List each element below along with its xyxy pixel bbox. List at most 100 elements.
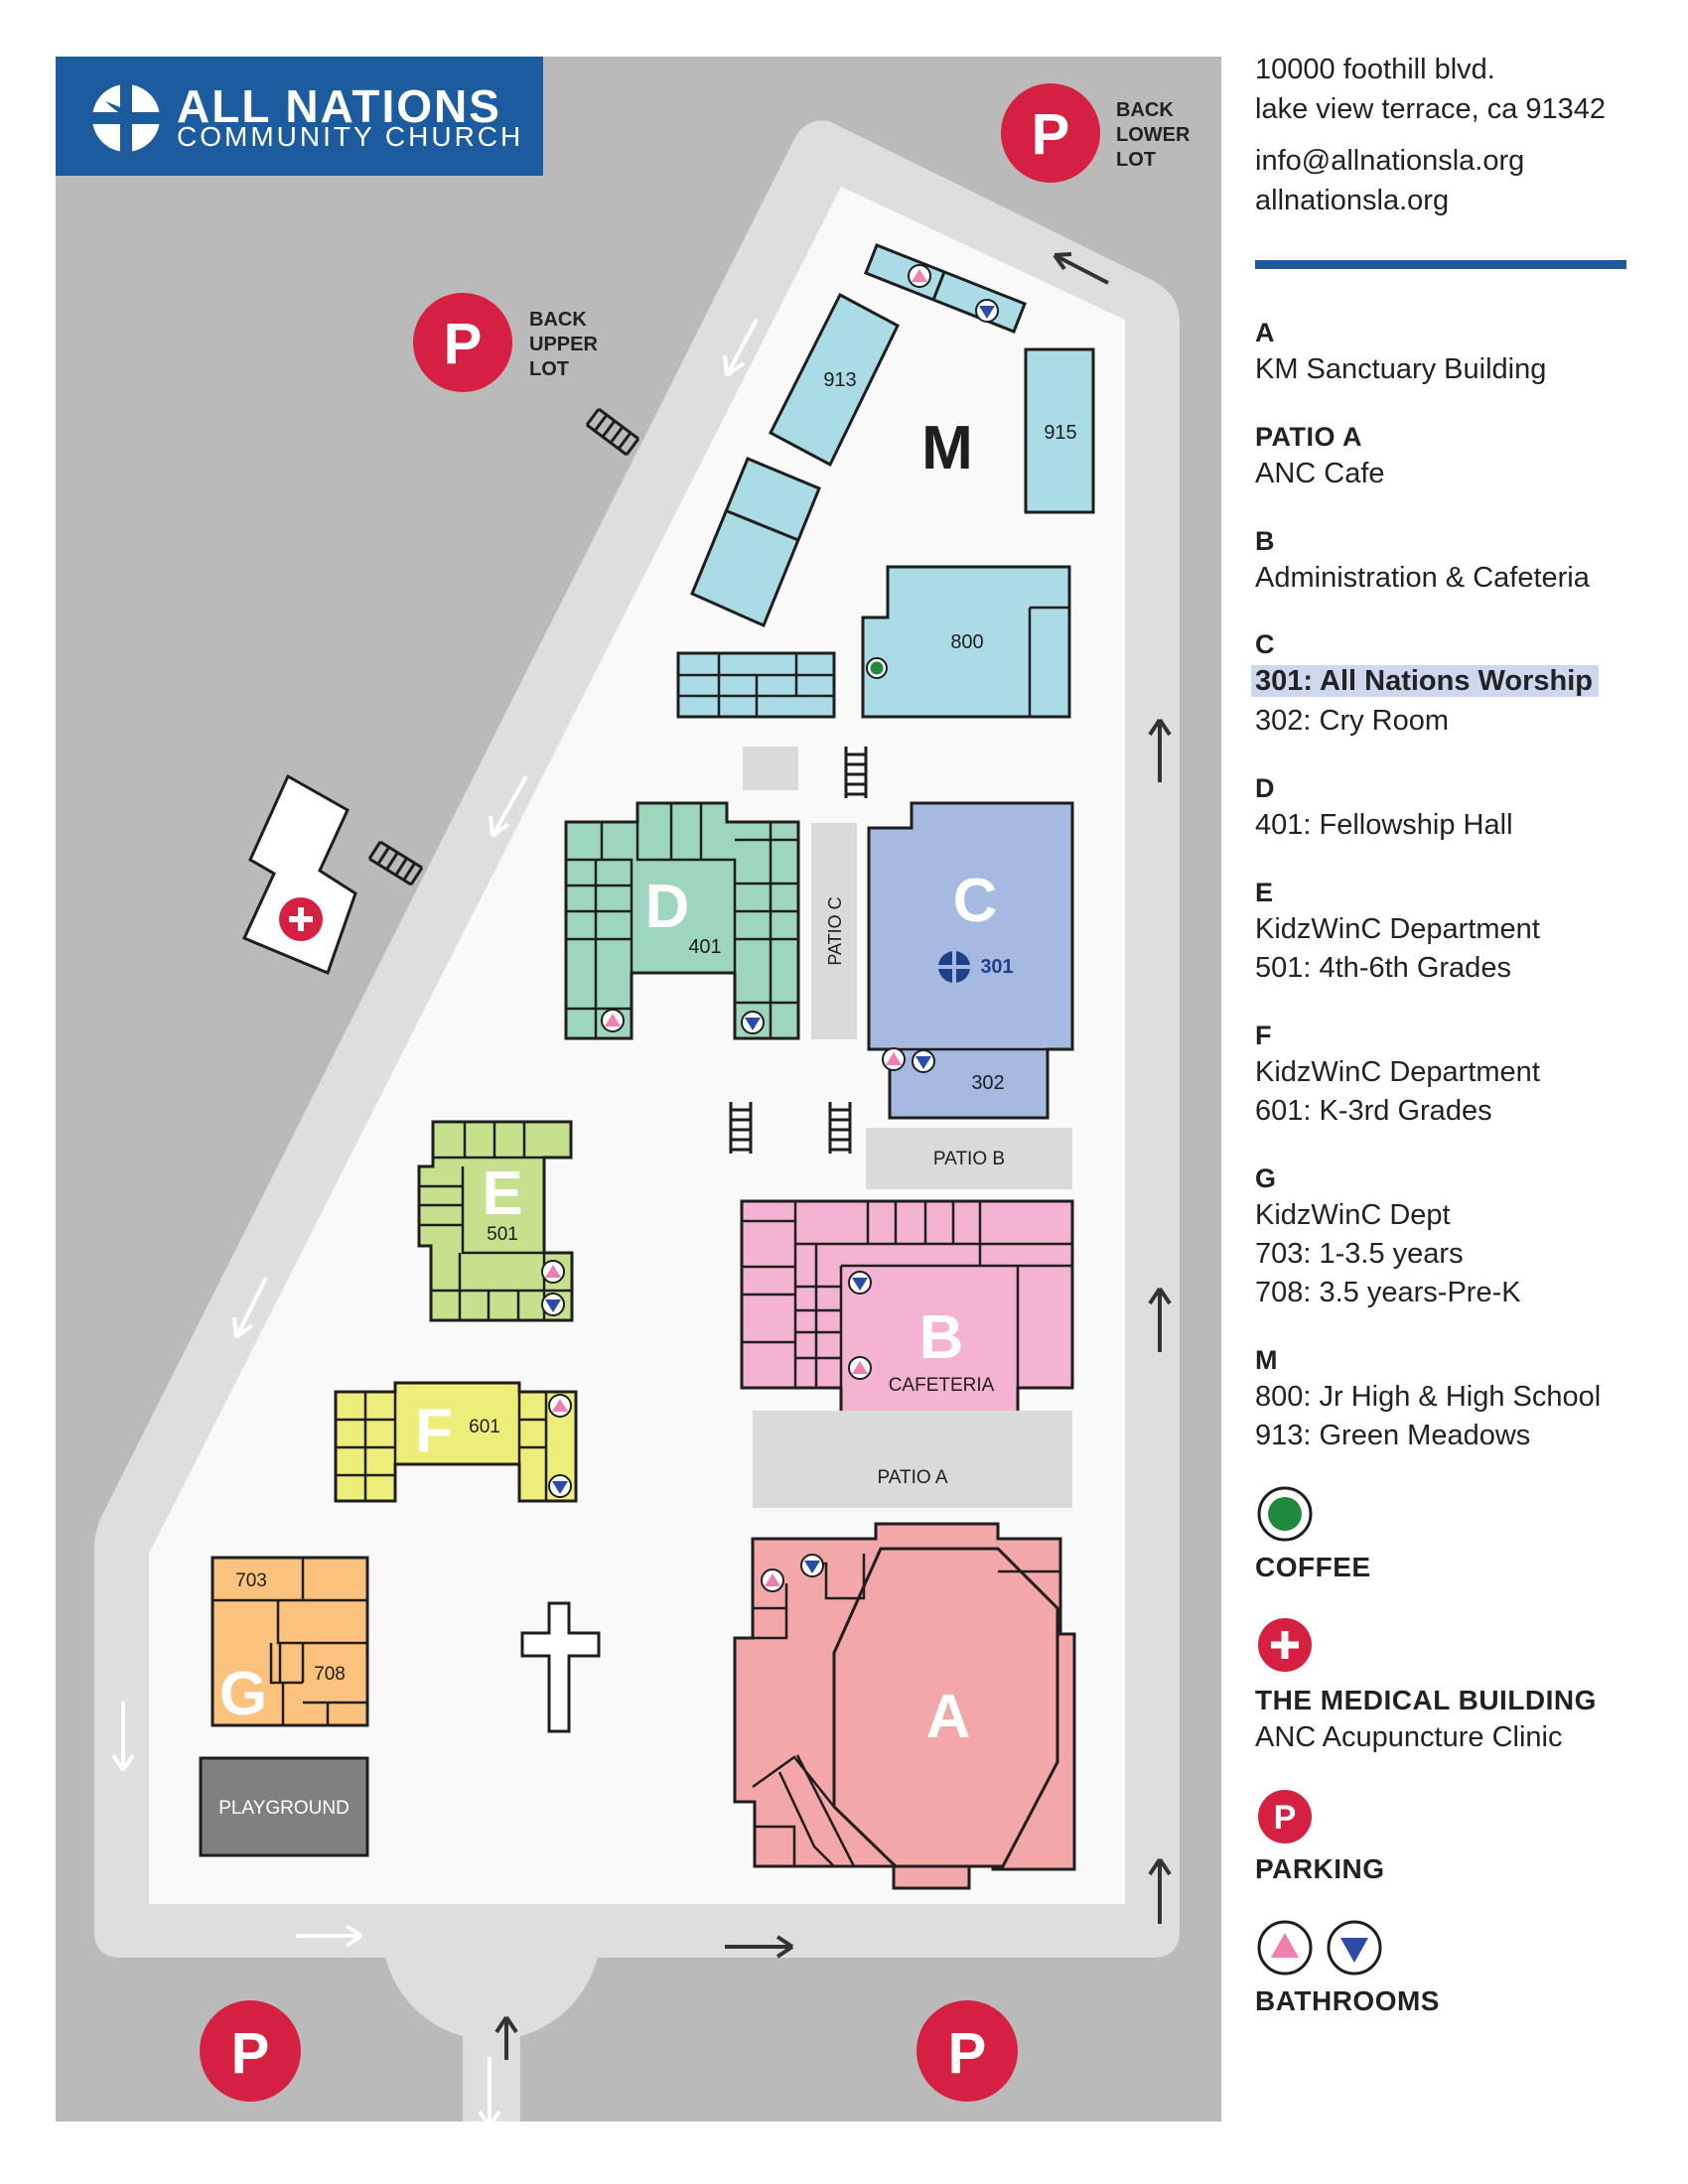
room-601-label: 601 [469,1417,500,1437]
website-link[interactable]: allnationsla.org [1255,185,1450,216]
playground [199,1756,369,1857]
legend-value-g-2: 703: 1-3.5 years [1255,1238,1464,1270]
restroom-men-icon [541,1293,565,1316]
restroom-women-icon [882,1047,906,1071]
legend-value-f-2: 601: K-3rd Grades [1255,1095,1492,1127]
restroom-men-icon [741,1011,765,1034]
address-line-2: lake view terrace, ca 91342 [1255,93,1607,125]
room-401-label: 401 [688,936,721,958]
building-a-label: A [926,1683,971,1751]
parking-marker-back-lower[interactable]: P [1001,83,1100,183]
building-c [867,801,1074,1120]
legend-key-m: M [1255,1345,1278,1375]
medical-cross-icon [1258,1618,1312,1672]
legend-value-m-1: 800: Jr High & High School [1255,1381,1602,1413]
restroom-men-icon [548,1474,572,1498]
restroom-icons [1257,1920,1382,1976]
building-e-label: E [482,1160,522,1228]
traffic-arrows-dark [494,252,1172,2060]
contact-block: 10000 foothill blvd. lake view terrace, … [1255,50,1672,220]
room-501-label: 501 [487,1224,518,1245]
utility-pad [743,747,798,790]
restroom-women-icon [541,1260,565,1284]
legend-value-g-3: 708: 3.5 years-Pre-K [1255,1277,1521,1308]
legend-key-c: C [1255,629,1275,659]
legend-key-b: B [1255,526,1275,556]
cross-monument [520,1601,601,1733]
legend-value-f-1: KidzWinC Department [1255,1056,1540,1088]
stairs-icon [729,1102,753,1154]
bathrooms-label: BATHROOMS [1255,1985,1440,2016]
legend-value-b: Administration & Cafeteria [1255,562,1590,594]
svg-text:UPPER: UPPER [529,334,598,355]
room-301-label: 301 [980,956,1013,978]
svg-text:P: P [948,2021,987,2086]
building-d-label: D [645,873,690,941]
traffic-arrows-white [111,319,759,2128]
legend-key-f: F [1255,1021,1272,1050]
building-g [211,1556,369,1727]
legend-highlight-301[interactable]: 301: All Nations Worship [1251,665,1599,697]
building-a [733,1522,1076,1890]
building-m-label: M [921,414,973,482]
legend-value-e-1: KidzWinC Department [1255,913,1540,945]
medical-label: THE MEDICAL BUILDING [1255,1685,1597,1715]
patio-c-label: PATIO C [825,896,845,965]
svg-text:BACK: BACK [529,309,587,331]
campus-map: P P P P BACK LOWER LOT BACK UPPER LOT [56,57,1221,2128]
parking-marker-front-left[interactable]: P [200,2000,301,2102]
parking-marker-front-right[interactable]: P [916,2000,1018,2102]
legend-value-c: 302: Cry Room [1255,705,1450,737]
playground-label: PLAYGROUND [218,1798,350,1819]
church-logo-icon [938,951,970,983]
back-upper-lot-label: BACK UPPER LOT [529,309,598,380]
coffee-label: COFFEE [1255,1552,1371,1582]
legend-value-m-2: 913: Green Meadows [1255,1420,1531,1451]
restroom-men-icon [848,1271,872,1295]
email-link[interactable]: info@allnationsla.org [1255,145,1525,177]
parking-label: PARKING [1255,1853,1385,1884]
building-f [334,1381,578,1503]
patio-a [753,1411,1072,1508]
church-logo-icon [91,83,161,153]
legend-value-g-1: KidzWinC Dept [1255,1199,1451,1231]
medical-building [241,773,357,975]
stairs-icon [844,747,868,798]
room-703-label: 703 [235,1570,267,1591]
logo-name: ALL NATIONS [177,80,501,132]
restroom-women-icon [761,1569,784,1592]
room-708-label: 708 [314,1664,346,1685]
room-913-label: 913 [823,369,856,391]
building-c-label: C [953,867,998,935]
legend-key-g: G [1255,1163,1277,1193]
building-d [564,801,800,1040]
restroom-men-icon [975,299,999,323]
patio-b-label: PATIO B [933,1149,1005,1169]
logo-subtitle: COMMUNITY CHURCH [177,121,524,152]
address-line-1: 10000 foothill blvd. [1255,54,1495,85]
parking-marker-back-upper[interactable]: P [413,293,512,392]
svg-text:LOT: LOT [1116,149,1156,171]
building-b-label: B [919,1303,964,1372]
divider [1255,260,1626,269]
legend-key-d: D [1255,773,1275,803]
svg-text:P: P [231,2021,270,2086]
cafeteria-label: CAFETERIA [889,1375,995,1396]
room-800-label: 800 [950,631,983,653]
back-lower-lot-label: BACK LOWER LOT [1116,99,1191,171]
legend-value-d: 401: Fellowship Hall [1255,809,1513,841]
medical-sub-label: ANC Acupuncture Clinic [1255,1721,1563,1753]
svg-text:P: P [1032,102,1070,167]
restroom-men-icon [912,1049,935,1073]
legend-key-a: A [1255,318,1275,347]
legend-key-e: E [1255,878,1274,907]
svg-text:BACK: BACK [1116,99,1174,121]
room-915-label: 915 [1044,422,1076,444]
stairs-icon [367,840,424,887]
restroom-women-icon [908,264,931,288]
legend-value-a: KM Sanctuary Building [1255,353,1547,385]
restroom-women-icon [548,1394,572,1418]
svg-text:P: P [444,312,483,376]
patio-b [866,1128,1072,1189]
restroom-women-icon [601,1009,625,1032]
